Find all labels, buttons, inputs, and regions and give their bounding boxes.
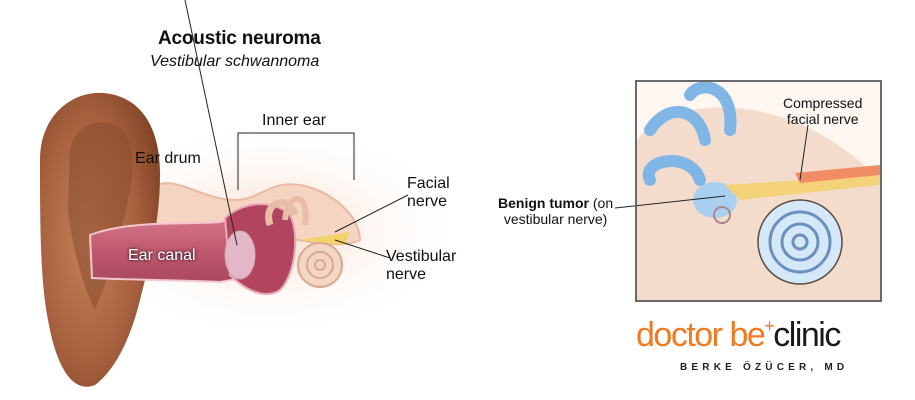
concha-shadow (68, 122, 133, 310)
semicircular-canals (265, 199, 299, 227)
tumor-bold-text: Benign tumor (498, 195, 589, 211)
compressed-nerve-leader (799, 124, 809, 181)
label-compressed-facial-nerve: Compressed facial nerve (783, 95, 862, 127)
label-benign-tumor: Benign tumor (on vestibular nerve) (498, 195, 613, 227)
doctor-signature: BERKE ÖZÜCER, MD (680, 362, 849, 373)
vestibular-nerve-line1: Vestibular (386, 248, 457, 265)
compressed-line2: facial nerve (786, 111, 859, 127)
diagram-subtitle: Vestibular schwannoma (150, 53, 320, 70)
facial-nerve-leader (334, 194, 409, 233)
vestibular-nerve-line2: nerve (386, 266, 427, 283)
logo-part2: clinic (773, 316, 841, 354)
compressed-line1: Compressed (783, 95, 863, 111)
label-facial-nerve: Facial nerve (407, 175, 450, 211)
inset-artwork (614, 81, 880, 300)
label-ear-drum: Ear drum (135, 150, 201, 167)
label-inner-ear: Inner ear (262, 112, 327, 129)
nerve-bundle (300, 232, 350, 245)
inset-frame (635, 80, 882, 302)
logo-plus: + (764, 316, 775, 336)
diagram-title: Acoustic neuroma (158, 28, 321, 49)
tumor-rest-text: (on (589, 195, 614, 211)
clinic-logo: doctor be+clinic (636, 316, 841, 355)
label-vestibular-nerve: Vestibular nerve (386, 248, 456, 284)
cochlea (297, 242, 343, 288)
facial-nerve-line2: nerve (407, 193, 448, 210)
label-ear-canal: Ear canal (128, 247, 196, 264)
vestibular-nerve-leader (334, 239, 391, 259)
tumor-line2: vestibular nerve) (503, 211, 608, 227)
tumor-leader (614, 195, 726, 209)
eardrum-shape (224, 230, 256, 280)
inner-ear-bracket (237, 132, 355, 190)
ear-drum-leader (184, 0, 238, 246)
logo-part1: doctor be (636, 316, 766, 354)
facial-nerve-line1: Facial (407, 175, 450, 192)
